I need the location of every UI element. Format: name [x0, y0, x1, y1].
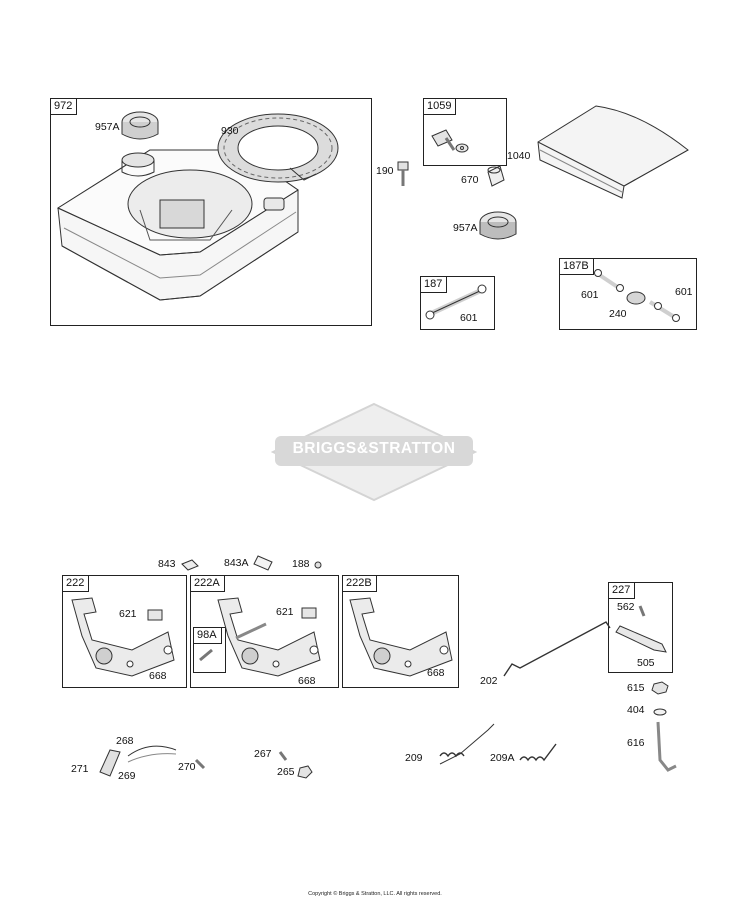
brand-watermark: BRIGGS&STRATTON — [270, 402, 478, 502]
part-label-404: 404 — [627, 704, 645, 716]
group-tag-222b: 222B — [343, 576, 377, 592]
group-tag-187b: 187B — [560, 259, 594, 275]
part-label-268: 268 — [116, 735, 134, 747]
part-label-1040: 1040 — [507, 150, 531, 162]
cover-panel-1040-illustration — [537, 105, 689, 199]
group-box-972: 972 — [50, 98, 372, 326]
part-label-267: 267 — [254, 748, 272, 760]
group-tag-222: 222 — [63, 576, 90, 592]
fuel-line-187-illustration — [425, 284, 487, 320]
springs-209-illustration — [439, 723, 557, 765]
part-label-240: 240 — [609, 308, 627, 320]
group-box-222b: 222B — [342, 575, 459, 688]
lever-227-illustration — [615, 605, 667, 653]
group-tag-1059: 1059 — [424, 99, 457, 115]
part-label-209a: 209A — [490, 752, 515, 764]
part-label-957a-2: 957A — [453, 222, 478, 234]
governor-link-202-illustration — [503, 621, 611, 677]
part-label-670: 670 — [461, 174, 479, 186]
part-label-270: 270 — [178, 761, 196, 773]
group-box-1059: 1059 — [423, 98, 507, 166]
copyright-notice: Copyright © Briggs & Stratton, LLC. All … — [308, 891, 442, 897]
fuel-line-filter-187b-illustration — [594, 269, 680, 322]
part-label-668-a: 668 — [149, 670, 167, 682]
part-label-668-c: 668 — [427, 667, 445, 679]
bushing-670-illustration — [487, 165, 505, 187]
part-label-930: 930 — [221, 125, 239, 137]
part-label-843: 843 — [158, 558, 176, 570]
part-label-562: 562 — [617, 601, 635, 613]
part-label-843a: 843A — [224, 557, 249, 569]
fuel-tank-illustration — [56, 149, 299, 301]
fuel-cap-2-illustration — [479, 211, 517, 240]
fuel-cap-illustration — [121, 111, 159, 140]
group-box-187b: 187B — [559, 258, 697, 330]
blower-ring-illustration — [217, 113, 339, 183]
group-box-222a: 222A — [190, 575, 339, 688]
part-label-601-a: 601 — [460, 312, 478, 324]
screw-267-nut-265-illustration — [278, 751, 313, 779]
nut-washer-lever-illustration — [651, 681, 677, 772]
part-label-615: 615 — [627, 682, 645, 694]
group-box-222: 222 — [62, 575, 187, 688]
group-tag-227: 227 — [609, 583, 636, 599]
group-tag-187: 187 — [421, 277, 448, 293]
part-label-202: 202 — [480, 675, 498, 687]
part-label-209: 209 — [405, 752, 423, 764]
part-label-668-b: 668 — [298, 675, 316, 687]
control-bracket-222b-illustration — [349, 597, 453, 677]
group-box-227: 227 — [608, 582, 673, 673]
part-label-271: 271 — [71, 763, 89, 775]
group-tag-98a: 98A — [194, 628, 222, 644]
part-label-505: 505 — [637, 657, 655, 669]
brand-watermark-text: BRIGGS&STRATTON — [292, 440, 456, 457]
part-label-957a: 957A — [95, 121, 120, 133]
part-label-188: 188 — [292, 558, 310, 570]
brand-diamond-logo — [270, 402, 478, 502]
part-label-621-b: 621 — [276, 606, 294, 618]
group-tag-972: 972 — [51, 99, 78, 115]
group-box-187: 187 — [420, 276, 495, 330]
group-tag-222a: 222A — [191, 576, 225, 592]
cable-268-illustration — [99, 745, 206, 777]
part-label-265: 265 — [277, 766, 295, 778]
part-label-616: 616 — [627, 737, 645, 749]
bolt-1059-illustration — [431, 129, 469, 153]
part-label-190: 190 — [376, 165, 394, 177]
part-label-621-a: 621 — [119, 608, 137, 620]
group-box-98a: 98A — [193, 627, 226, 673]
control-bracket-222a-illustration — [199, 597, 321, 677]
screw-190-illustration — [397, 161, 409, 186]
control-bracket-222-illustration — [71, 597, 175, 677]
part-label-269: 269 — [118, 770, 136, 782]
small-parts-843-188-illustration — [181, 555, 322, 571]
part-label-601-b: 601 — [581, 289, 599, 301]
part-label-601-c: 601 — [675, 286, 693, 298]
